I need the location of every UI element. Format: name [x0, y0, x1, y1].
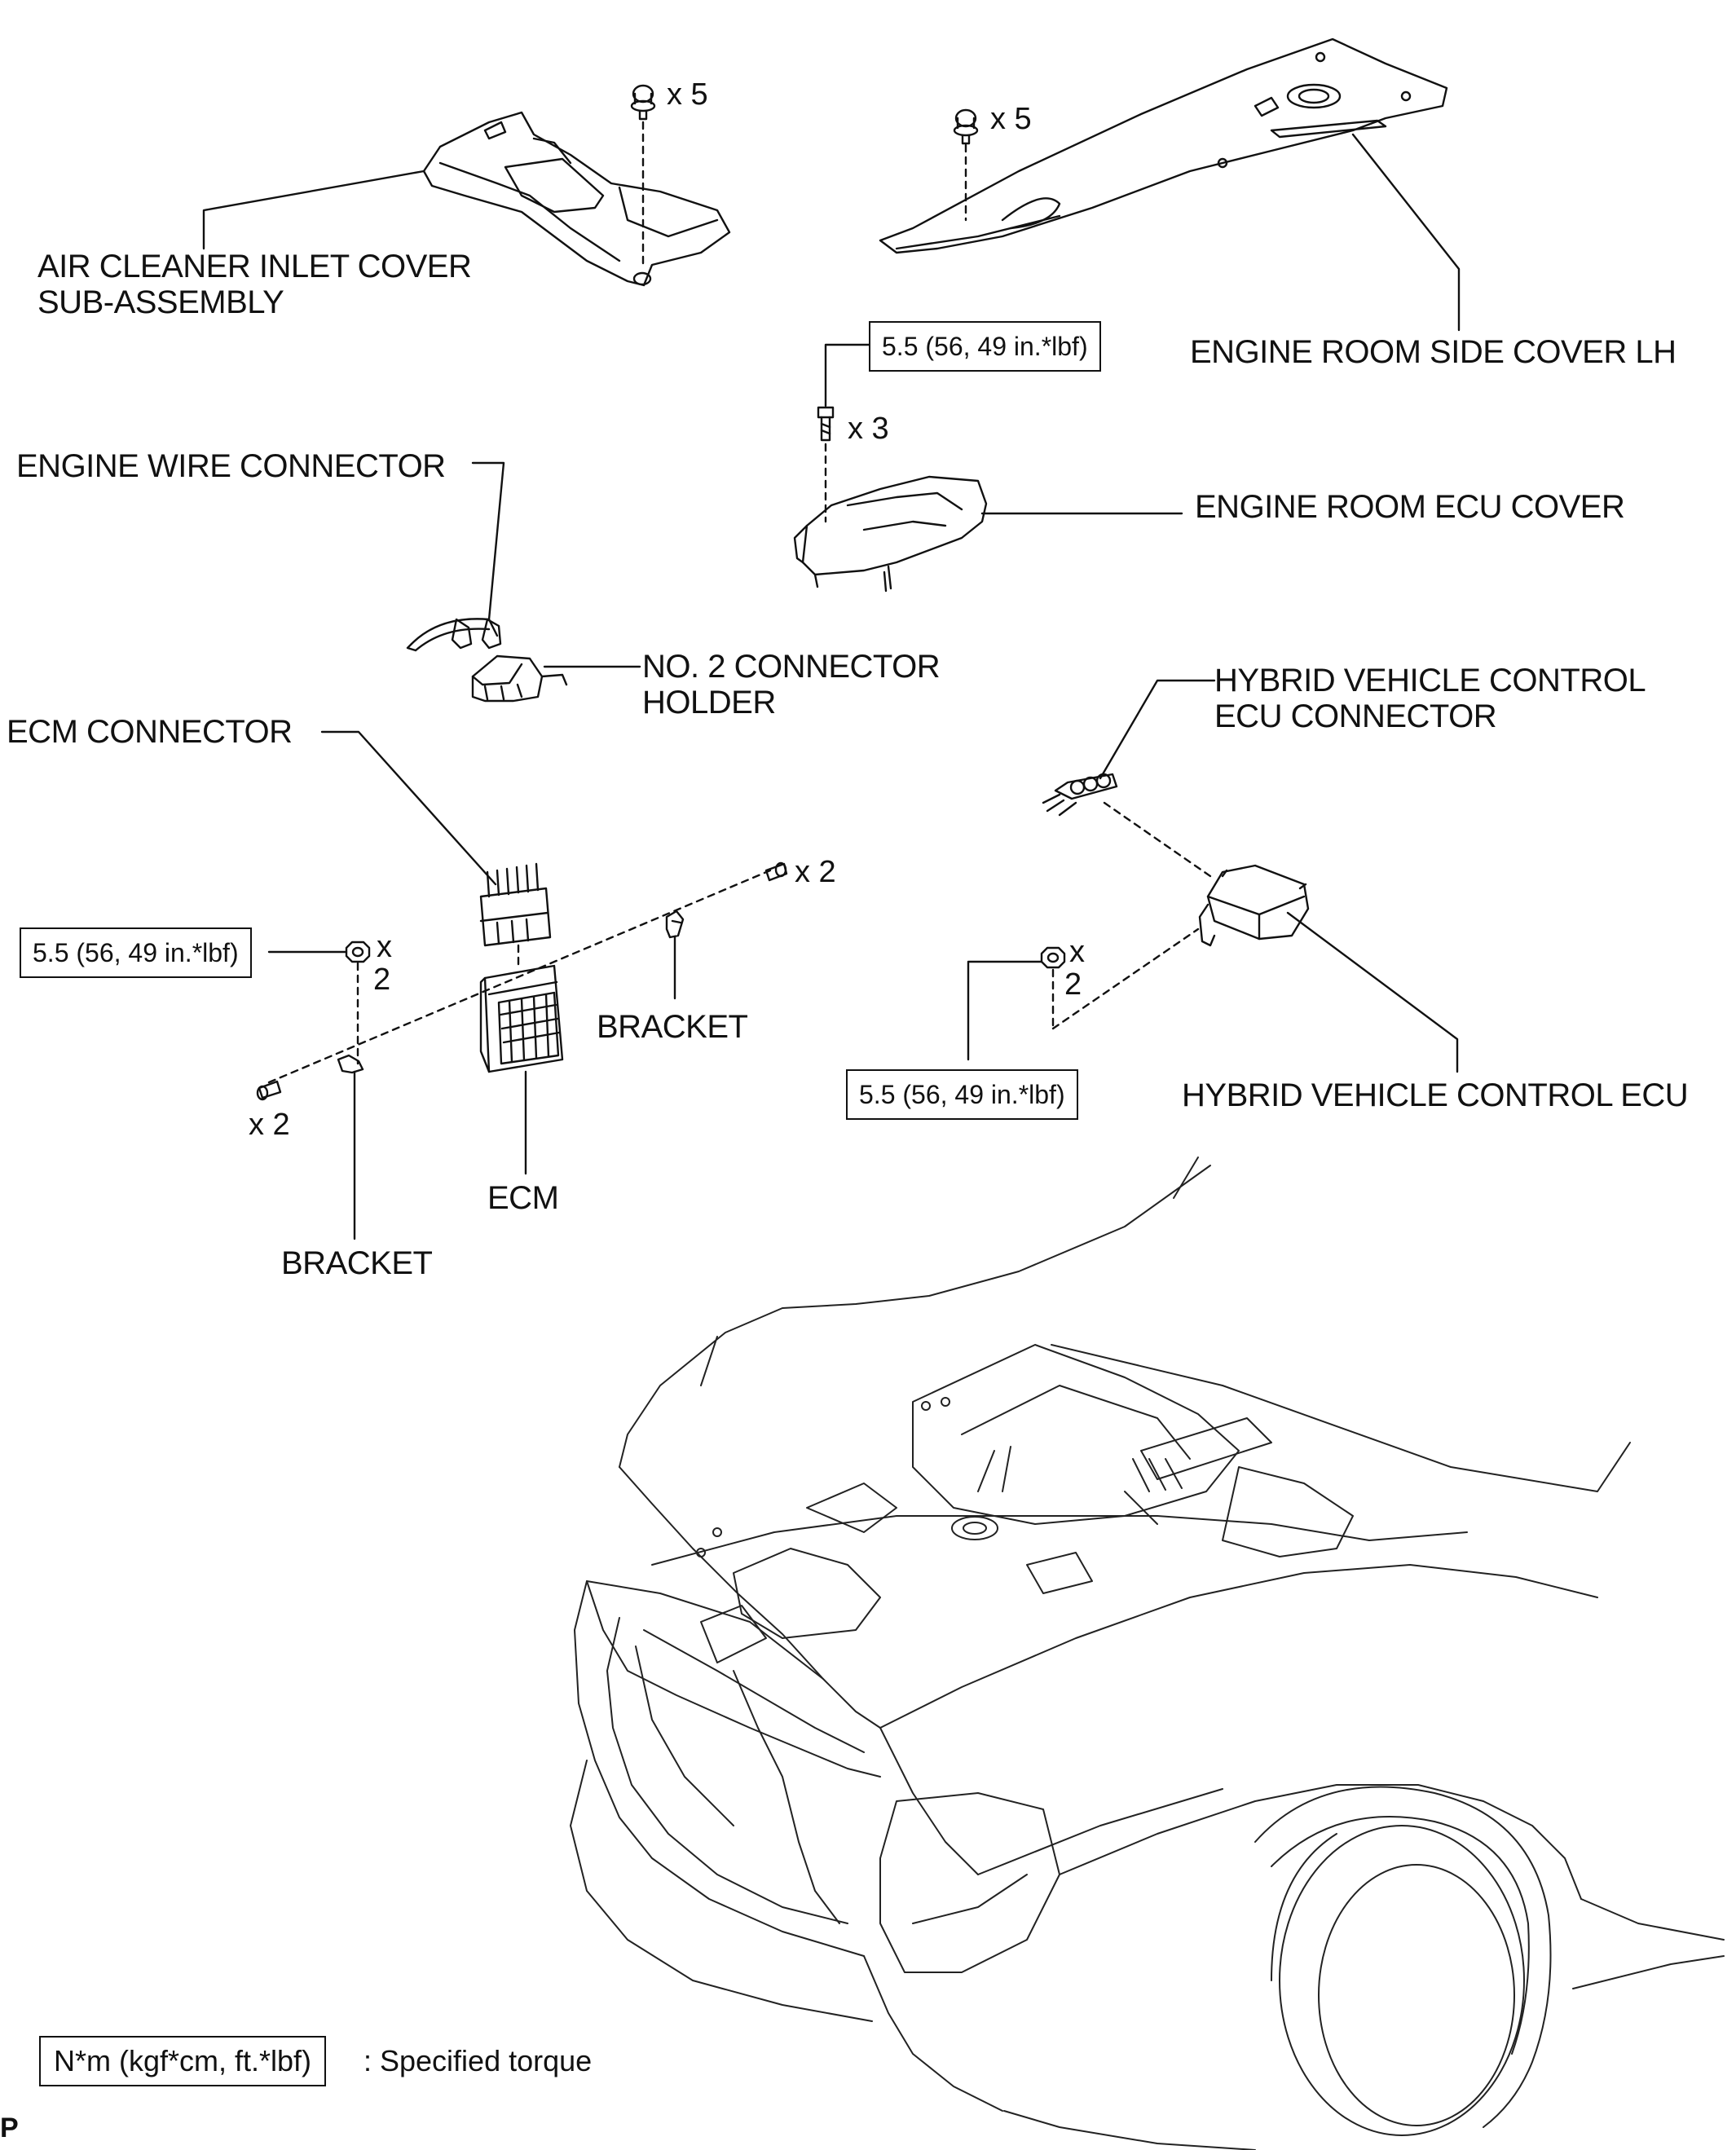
engine-room-ecu-cover-shape: [793, 475, 988, 593]
engine-wire-connector-shape: [406, 618, 502, 652]
left-bracket-shape: [337, 1054, 364, 1074]
air-cleaner-leader: [202, 170, 425, 250]
side-cover-leader: [1351, 133, 1461, 332]
ecm-connector-leader: [320, 730, 497, 886]
ecm-connector-shape: [479, 862, 552, 947]
bracket-left-label: BRACKET: [281, 1245, 433, 1281]
side-cover-clip-icon: [953, 108, 979, 145]
engine-room-ecu-cover-label: ENGINE ROOM ECU COVER: [1195, 489, 1625, 525]
hv-ecu-connector-shape: [1042, 773, 1118, 817]
ecm-nut-torque-box: 5.5 (56, 49 in.*lbf): [20, 927, 252, 978]
hv-nut-qty-n: 2: [1064, 967, 1082, 1002]
hv-nut-torque-leader: [967, 960, 1043, 1061]
hv-control-ecu-label: HYBRID VEHICLE CONTROL ECU: [1182, 1077, 1689, 1113]
ecu-cover-torque-leader: [824, 343, 870, 408]
air-cleaner-inlet-cover-label-line1: AIR CLEANER INLET COVER: [37, 249, 472, 284]
ecm-nut-qty-n: 2: [373, 963, 391, 997]
hv-ecu-nut-torque-box: 5.5 (56, 49 in.*lbf): [846, 1069, 1078, 1120]
hv-control-ecu-shape: [1198, 864, 1310, 947]
ecm-nut-qty-x: x: [377, 930, 392, 964]
engine-wire-connector-leader: [471, 461, 505, 621]
vehicle-outline: [570, 1157, 1725, 2150]
hv-connector-leader: [1099, 679, 1216, 780]
air-cleaner-clip-qty: x 5: [667, 77, 708, 112]
ecm-bolt-left-qty: x 2: [249, 1108, 290, 1142]
ecm-bolt-right-qty: x 2: [795, 855, 836, 889]
ecu-cover-bolt-qty: x 3: [848, 412, 889, 446]
hv-nut-qty-x: x: [1069, 935, 1085, 969]
ecm-nut-icon: [345, 941, 371, 963]
left-bolt-icon: [256, 1080, 282, 1101]
side-cover-clip-qty: x 5: [990, 102, 1032, 136]
air-cleaner-inlet-cover-shape: [422, 111, 731, 287]
corner-mark: P: [0, 2113, 19, 2143]
air-cleaner-inlet-cover-label-line2: SUB-ASSEMBLY: [37, 284, 284, 320]
hv-ecu-nut-icon: [1040, 946, 1066, 969]
legend-torque-box: N*m (kgf*cm, ft.*lbf): [39, 2036, 327, 2086]
hv-nut-dash-diagonal: [1051, 927, 1200, 1030]
engine-wire-connector-label: ENGINE WIRE CONNECTOR: [16, 448, 446, 484]
hv-connector-dash: [1103, 801, 1212, 878]
no2-connector-holder-label-line2: HOLDER: [642, 685, 776, 720]
engine-room-side-cover-label: ENGINE ROOM SIDE COVER LH: [1190, 334, 1677, 370]
no2-connector-holder-shape: [471, 654, 568, 703]
engine-room-side-cover-shape: [879, 37, 1448, 254]
right-bolt-icon: [764, 861, 788, 882]
hv-ecu-leader: [1286, 911, 1459, 1073]
air-cleaner-clip-icon: [630, 84, 656, 121]
ecm-bolt-axis: [267, 869, 772, 1084]
hv-ecu-connector-label-line1: HYBRID VEHICLE CONTROL: [1214, 663, 1646, 698]
legend-text: : Specified torque: [364, 2044, 593, 2077]
no2-connector-holder-label-line1: NO. 2 CONNECTOR: [642, 649, 941, 685]
ecm-shape: [479, 964, 564, 1073]
ecm-label: ECM: [487, 1180, 559, 1216]
right-bracket-shape: [665, 910, 685, 939]
bracket-right-label: BRACKET: [597, 1009, 748, 1045]
ecu-cover-bolt-icon: [817, 406, 835, 442]
ecu-cover-torque-box: 5.5 (56, 49 in.*lbf): [869, 321, 1101, 372]
hv-ecu-connector-label-line2: ECU CONNECTOR: [1214, 698, 1497, 734]
ecm-connector-label: ECM CONNECTOR: [7, 714, 293, 750]
